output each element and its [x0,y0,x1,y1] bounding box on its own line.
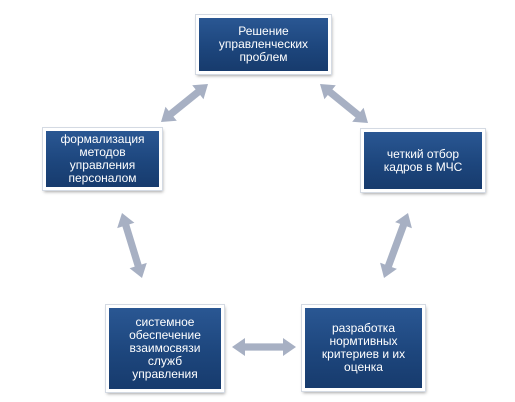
double-arrow-top-to-right [320,84,368,123]
double-arrow-bottom-left-to-bottom-right [232,338,296,356]
node-management-problems: Решение управленческих проблем [196,15,331,74]
double-arrow-left-to-bottom-left [117,213,147,278]
double-arrow-right-to-bottom-right [380,213,412,278]
node-personnel-selection: четкий отбор кадров в МЧС [361,129,485,192]
double-arrow-top-to-left [161,84,208,122]
node-criteria-development: разработка нормтивных критериев и их оце… [302,305,425,391]
node-system-support: системное обеспечение взаимосвязи служб … [106,305,224,392]
node-formalization-methods: формализация методов управления персонал… [43,128,162,190]
